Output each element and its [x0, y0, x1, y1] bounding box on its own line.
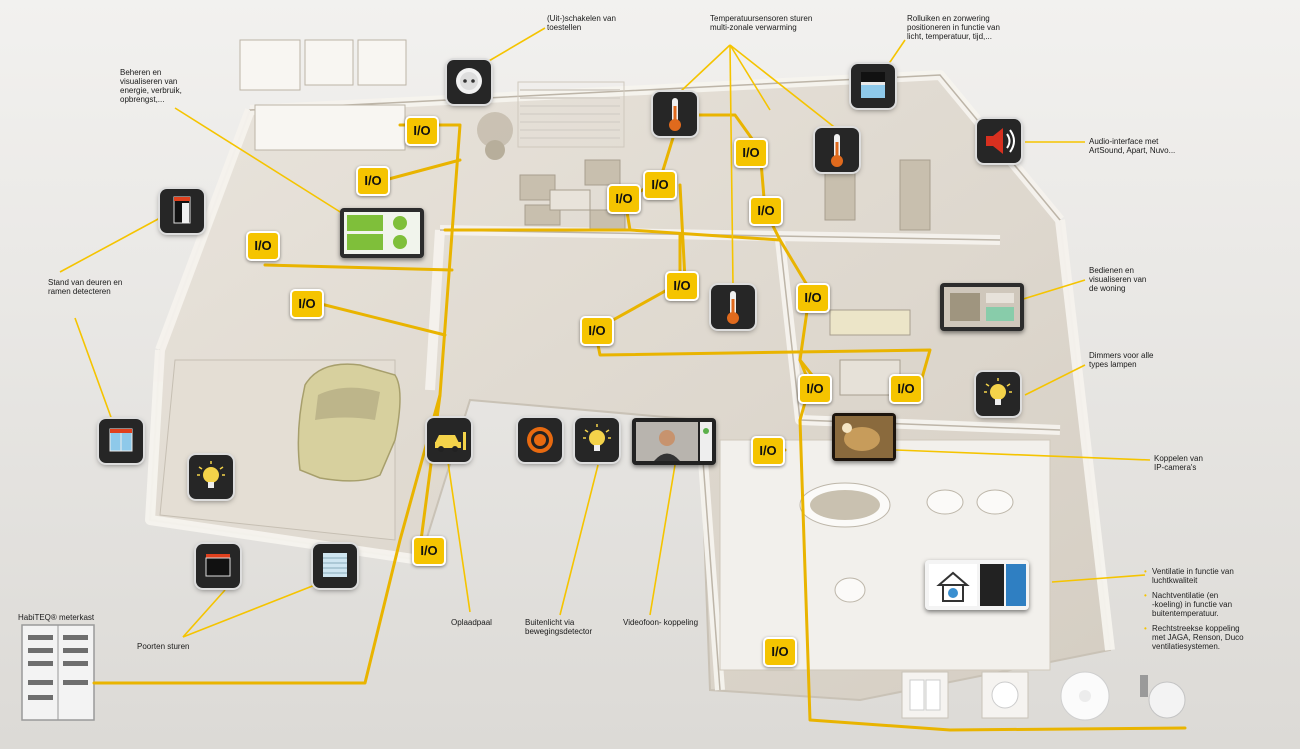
ventilation-item: Rechtstreekse koppeling met JAGA, Renson…	[1144, 624, 1244, 651]
shutter-icon	[313, 544, 357, 588]
electrical-cabinet-icon	[21, 624, 95, 721]
io-module: I/O	[734, 138, 768, 168]
plant	[477, 112, 513, 160]
socket-icon	[447, 60, 491, 104]
wall-switches	[901, 671, 1186, 721]
label-control: Bedienen en visualiseren van de woning	[1089, 266, 1147, 293]
label-dimmers: Dimmers voor alle types lampen	[1089, 351, 1154, 369]
io-module: I/O	[405, 116, 439, 146]
io-module: I/O	[290, 289, 324, 319]
io-module: I/O	[751, 436, 785, 466]
label-charging: Oplaadpaal	[451, 618, 492, 627]
videophone-screen	[632, 418, 716, 465]
io-module: I/O	[643, 170, 677, 200]
car-charger-icon	[427, 418, 471, 462]
ip-camera-view	[832, 413, 896, 461]
label-gates: Poorten sturen	[137, 642, 190, 651]
io-module: I/O	[356, 166, 390, 196]
car	[297, 363, 401, 482]
electrical-cabinet-icon	[99, 419, 143, 463]
lightbulb-icon	[575, 418, 619, 462]
io-module: I/O	[889, 374, 923, 404]
io-module: I/O	[796, 283, 830, 313]
door-icon	[160, 189, 204, 233]
label-outdoor-light: Buitenlicht via bewegingsdetector	[525, 618, 593, 636]
label-energy: Beheren en visualiseren van energie, ver…	[120, 68, 182, 104]
garage-door-icon	[196, 544, 240, 588]
label-ip-camera: Koppelen van IP-camera's	[1154, 454, 1203, 472]
ventilation-item: Nachtventilatie (en -koeling) in functie…	[1144, 591, 1244, 618]
io-module: I/O	[412, 536, 446, 566]
thermometer-icon	[653, 92, 697, 136]
ventilation-screen	[925, 560, 1029, 610]
speaker-icon	[977, 119, 1021, 163]
label-shutters: Rolluiken en zonwering positioneren in f…	[907, 14, 1000, 41]
io-module: I/O	[798, 374, 832, 404]
label-videophone: Videofoon- koppeling	[623, 618, 699, 627]
io-module: I/O	[665, 271, 699, 301]
thermometer-icon	[711, 285, 755, 329]
bathroom	[719, 439, 1051, 671]
shutter-icon	[851, 64, 895, 108]
io-module: I/O	[246, 231, 280, 261]
label-temperature-sensors: Temperatuursensoren sturen multi-zonale …	[710, 14, 813, 32]
io-module: I/O	[607, 184, 641, 214]
label-doors: Stand van deuren en ramen detecteren	[48, 278, 123, 296]
io-module: I/O	[749, 196, 783, 226]
home-control-screen	[940, 283, 1024, 331]
label-meter-cabinet: HabiTEQ® meterkast	[18, 613, 95, 622]
motion-sensor-icon	[518, 418, 562, 462]
label-audio: Audio-interface met ArtSound, Apart, Nuv…	[1089, 137, 1176, 155]
lightbulb-icon	[189, 455, 233, 499]
thermometer-icon	[815, 128, 859, 172]
ventilation-list: Ventilatie in functie van luchtkwaliteit…	[1144, 567, 1244, 657]
callout-lines	[59, 27, 1151, 638]
ventilation-item: Ventilatie in functie van luchtkwaliteit	[1144, 567, 1244, 585]
io-module: I/O	[763, 637, 797, 667]
label-switching: (Uit-)schakelen van toestellen	[547, 14, 616, 32]
lightbulb-icon	[976, 372, 1020, 416]
io-module: I/O	[580, 316, 614, 346]
energy-dashboard-screen	[340, 208, 424, 258]
